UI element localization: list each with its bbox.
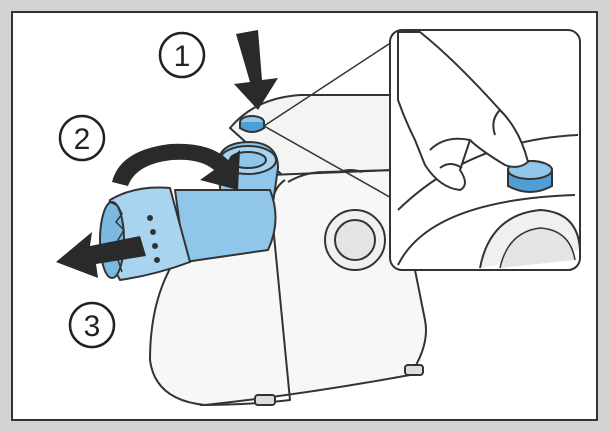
rotate-arrow-icon (112, 143, 240, 190)
step-marker-2: 2 (58, 114, 106, 162)
release-button (239, 115, 265, 133)
pull-arrow-icon (56, 232, 146, 278)
step-number-3: 3 (84, 310, 101, 343)
step-number-1: 1 (174, 40, 191, 73)
push-arrow-icon (234, 30, 278, 110)
hand-icon (397, 31, 529, 191)
step-number-2: 2 (74, 123, 91, 156)
step-marker-1: 1 (158, 31, 206, 79)
step-marker-3: 3 (68, 301, 116, 349)
